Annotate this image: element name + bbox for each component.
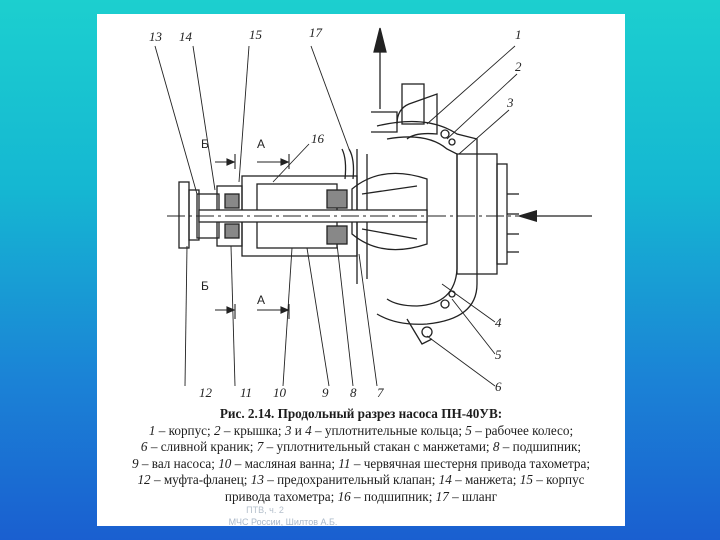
pump-cross-section-drawing bbox=[154, 27, 592, 387]
callout-9: 9 bbox=[322, 385, 329, 400]
figure-caption: Рис. 2.14. Продольный разрез насоса ПН-4… bbox=[99, 406, 623, 506]
footer-author: МЧС России, Шилтов А.Б. bbox=[228, 517, 338, 527]
callout-13: 13 bbox=[149, 29, 162, 44]
callout-12: 12 bbox=[199, 385, 212, 400]
caption-line-3: 9 – вал насоса; 10 – масляная ванна; 11 … bbox=[99, 456, 623, 473]
legend-number: 14 bbox=[438, 472, 452, 488]
callout-2: 2 bbox=[515, 59, 522, 74]
caption-line-2: 6 – сливной краник; 7 – уплотнительный с… bbox=[99, 439, 623, 456]
callout-5: 5 bbox=[495, 347, 502, 362]
legend-number: 2 bbox=[214, 422, 221, 438]
document-page: 13 14 15 17 1 2 3 16 4 5 6 12 11 10 9 8 … bbox=[97, 14, 625, 526]
legend-number: 11 bbox=[338, 455, 351, 471]
legend-text: – крышка; bbox=[220, 422, 285, 438]
legend-number: 3 bbox=[284, 422, 292, 438]
legend-number: 16 bbox=[337, 488, 351, 504]
legend-text: – подшипник; bbox=[350, 488, 436, 504]
callout-3: 3 bbox=[507, 95, 514, 110]
legend-number: 7 bbox=[256, 439, 264, 455]
section-mark-b-bottom: Б bbox=[201, 279, 209, 293]
legend-number: 5 bbox=[465, 422, 472, 438]
callout-6: 6 bbox=[495, 379, 502, 394]
callout-8: 8 bbox=[350, 385, 357, 400]
callout-14: 14 bbox=[179, 29, 192, 44]
legend-number: 12 bbox=[137, 472, 151, 488]
legend-number: 17 bbox=[435, 488, 449, 504]
legend-text: – подшипник; bbox=[499, 439, 582, 455]
callout-10: 10 bbox=[273, 385, 286, 400]
legend-number: 8 bbox=[492, 439, 500, 455]
legend-text: – корпус bbox=[532, 472, 585, 488]
legend-text: и bbox=[291, 422, 306, 438]
section-mark-a-top: А bbox=[257, 137, 266, 151]
callout-11: 11 bbox=[240, 385, 253, 400]
footer-course-label: ПТВ, ч. 2 bbox=[246, 505, 284, 515]
legend-text: – вал насоса; bbox=[138, 455, 219, 471]
legend-number: 15 bbox=[519, 472, 533, 488]
legend-text: – муфта-фланец; bbox=[150, 472, 251, 488]
section-mark-b-top: Б bbox=[201, 137, 209, 151]
legend-text: – масляная ванна; bbox=[231, 455, 339, 471]
legend-number: 4 bbox=[305, 422, 312, 438]
callout-17: 17 bbox=[309, 25, 322, 40]
legend-number: 13 bbox=[250, 472, 264, 488]
legend-number: 6 bbox=[140, 439, 148, 455]
legend-text: привода тахометра; bbox=[224, 488, 338, 504]
legend-text: – рабочее колесо; bbox=[471, 422, 574, 438]
callout-15: 15 bbox=[249, 27, 262, 42]
callout-4: 4 bbox=[495, 315, 502, 330]
caption-line-5: привода тахометра; 16 – подшипник; 17 – … bbox=[99, 489, 623, 506]
legend-number: 1 bbox=[148, 422, 156, 438]
caption-title: Рис. 2.14. Продольный разрез насоса ПН-4… bbox=[219, 406, 503, 421]
legend-number: 9 bbox=[132, 455, 139, 471]
legend-text: – уплотнительный стакан с манжетами; bbox=[263, 439, 493, 455]
caption-line-1: 1 – корпус; 2 – крышка; 3 и 4 – уплотнит… bbox=[99, 423, 623, 440]
callout-7: 7 bbox=[377, 385, 384, 400]
legend-number: 10 bbox=[218, 455, 232, 471]
legend-text: – червячная шестерня привода тахометра; bbox=[350, 455, 590, 471]
callout-1: 1 bbox=[515, 27, 522, 42]
legend-text: – сливной краник; bbox=[147, 439, 257, 455]
section-mark-a-bottom: А bbox=[257, 293, 266, 307]
legend-text: – предохранительный клапан; bbox=[263, 472, 439, 488]
legend-text: – корпус; bbox=[155, 422, 214, 438]
legend-text: – шланг bbox=[448, 488, 498, 504]
legend-text: – уплотнительные кольца; bbox=[311, 422, 466, 438]
caption-line-4: 12 – муфта-фланец; 13 – предохранительны… bbox=[99, 472, 623, 489]
legend-text: – манжета; bbox=[451, 472, 520, 488]
callout-16: 16 bbox=[311, 131, 324, 146]
